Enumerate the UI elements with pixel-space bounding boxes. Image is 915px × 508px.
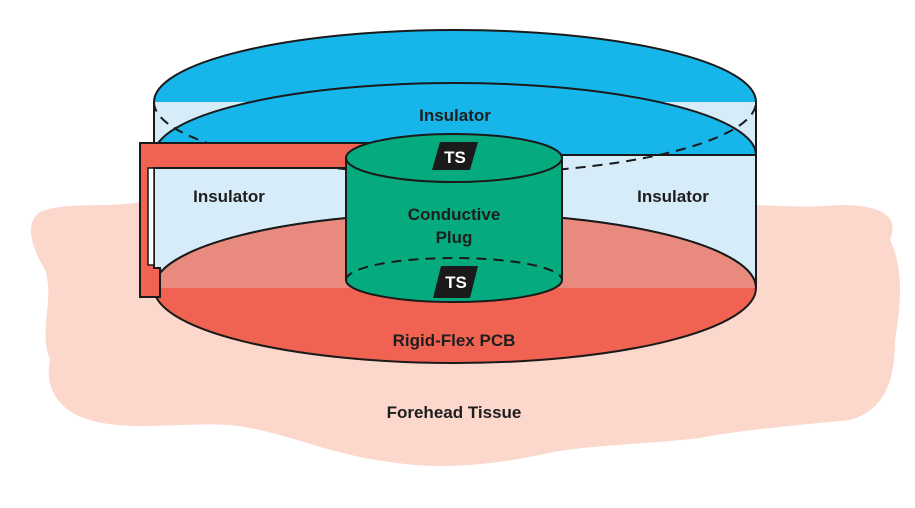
insulator-hidden-rim [153, 101, 757, 175]
insulator-top-label: Insulator [419, 106, 491, 125]
ts-top-label: TS [444, 148, 466, 167]
plug-label-line1: Conductive [408, 205, 501, 224]
insulator-inner-surface [152, 82, 758, 156]
insulator-left-label: Insulator [193, 187, 265, 206]
plug-label-line2: Plug [436, 228, 473, 247]
ts-bottom-label: TS [445, 273, 467, 292]
conductive-plug-hidden-rim [345, 257, 563, 281]
ts-sensor-top [432, 142, 478, 170]
ts-sensor-bottom [433, 266, 478, 298]
conductive-plug-body [345, 157, 563, 303]
tissue-label: Forehead Tissue [387, 403, 522, 422]
insulator-right-label: Insulator [637, 187, 709, 206]
pcb-label: Rigid-Flex PCB [393, 331, 516, 350]
flex-cable-inner-gap [147, 167, 155, 266]
